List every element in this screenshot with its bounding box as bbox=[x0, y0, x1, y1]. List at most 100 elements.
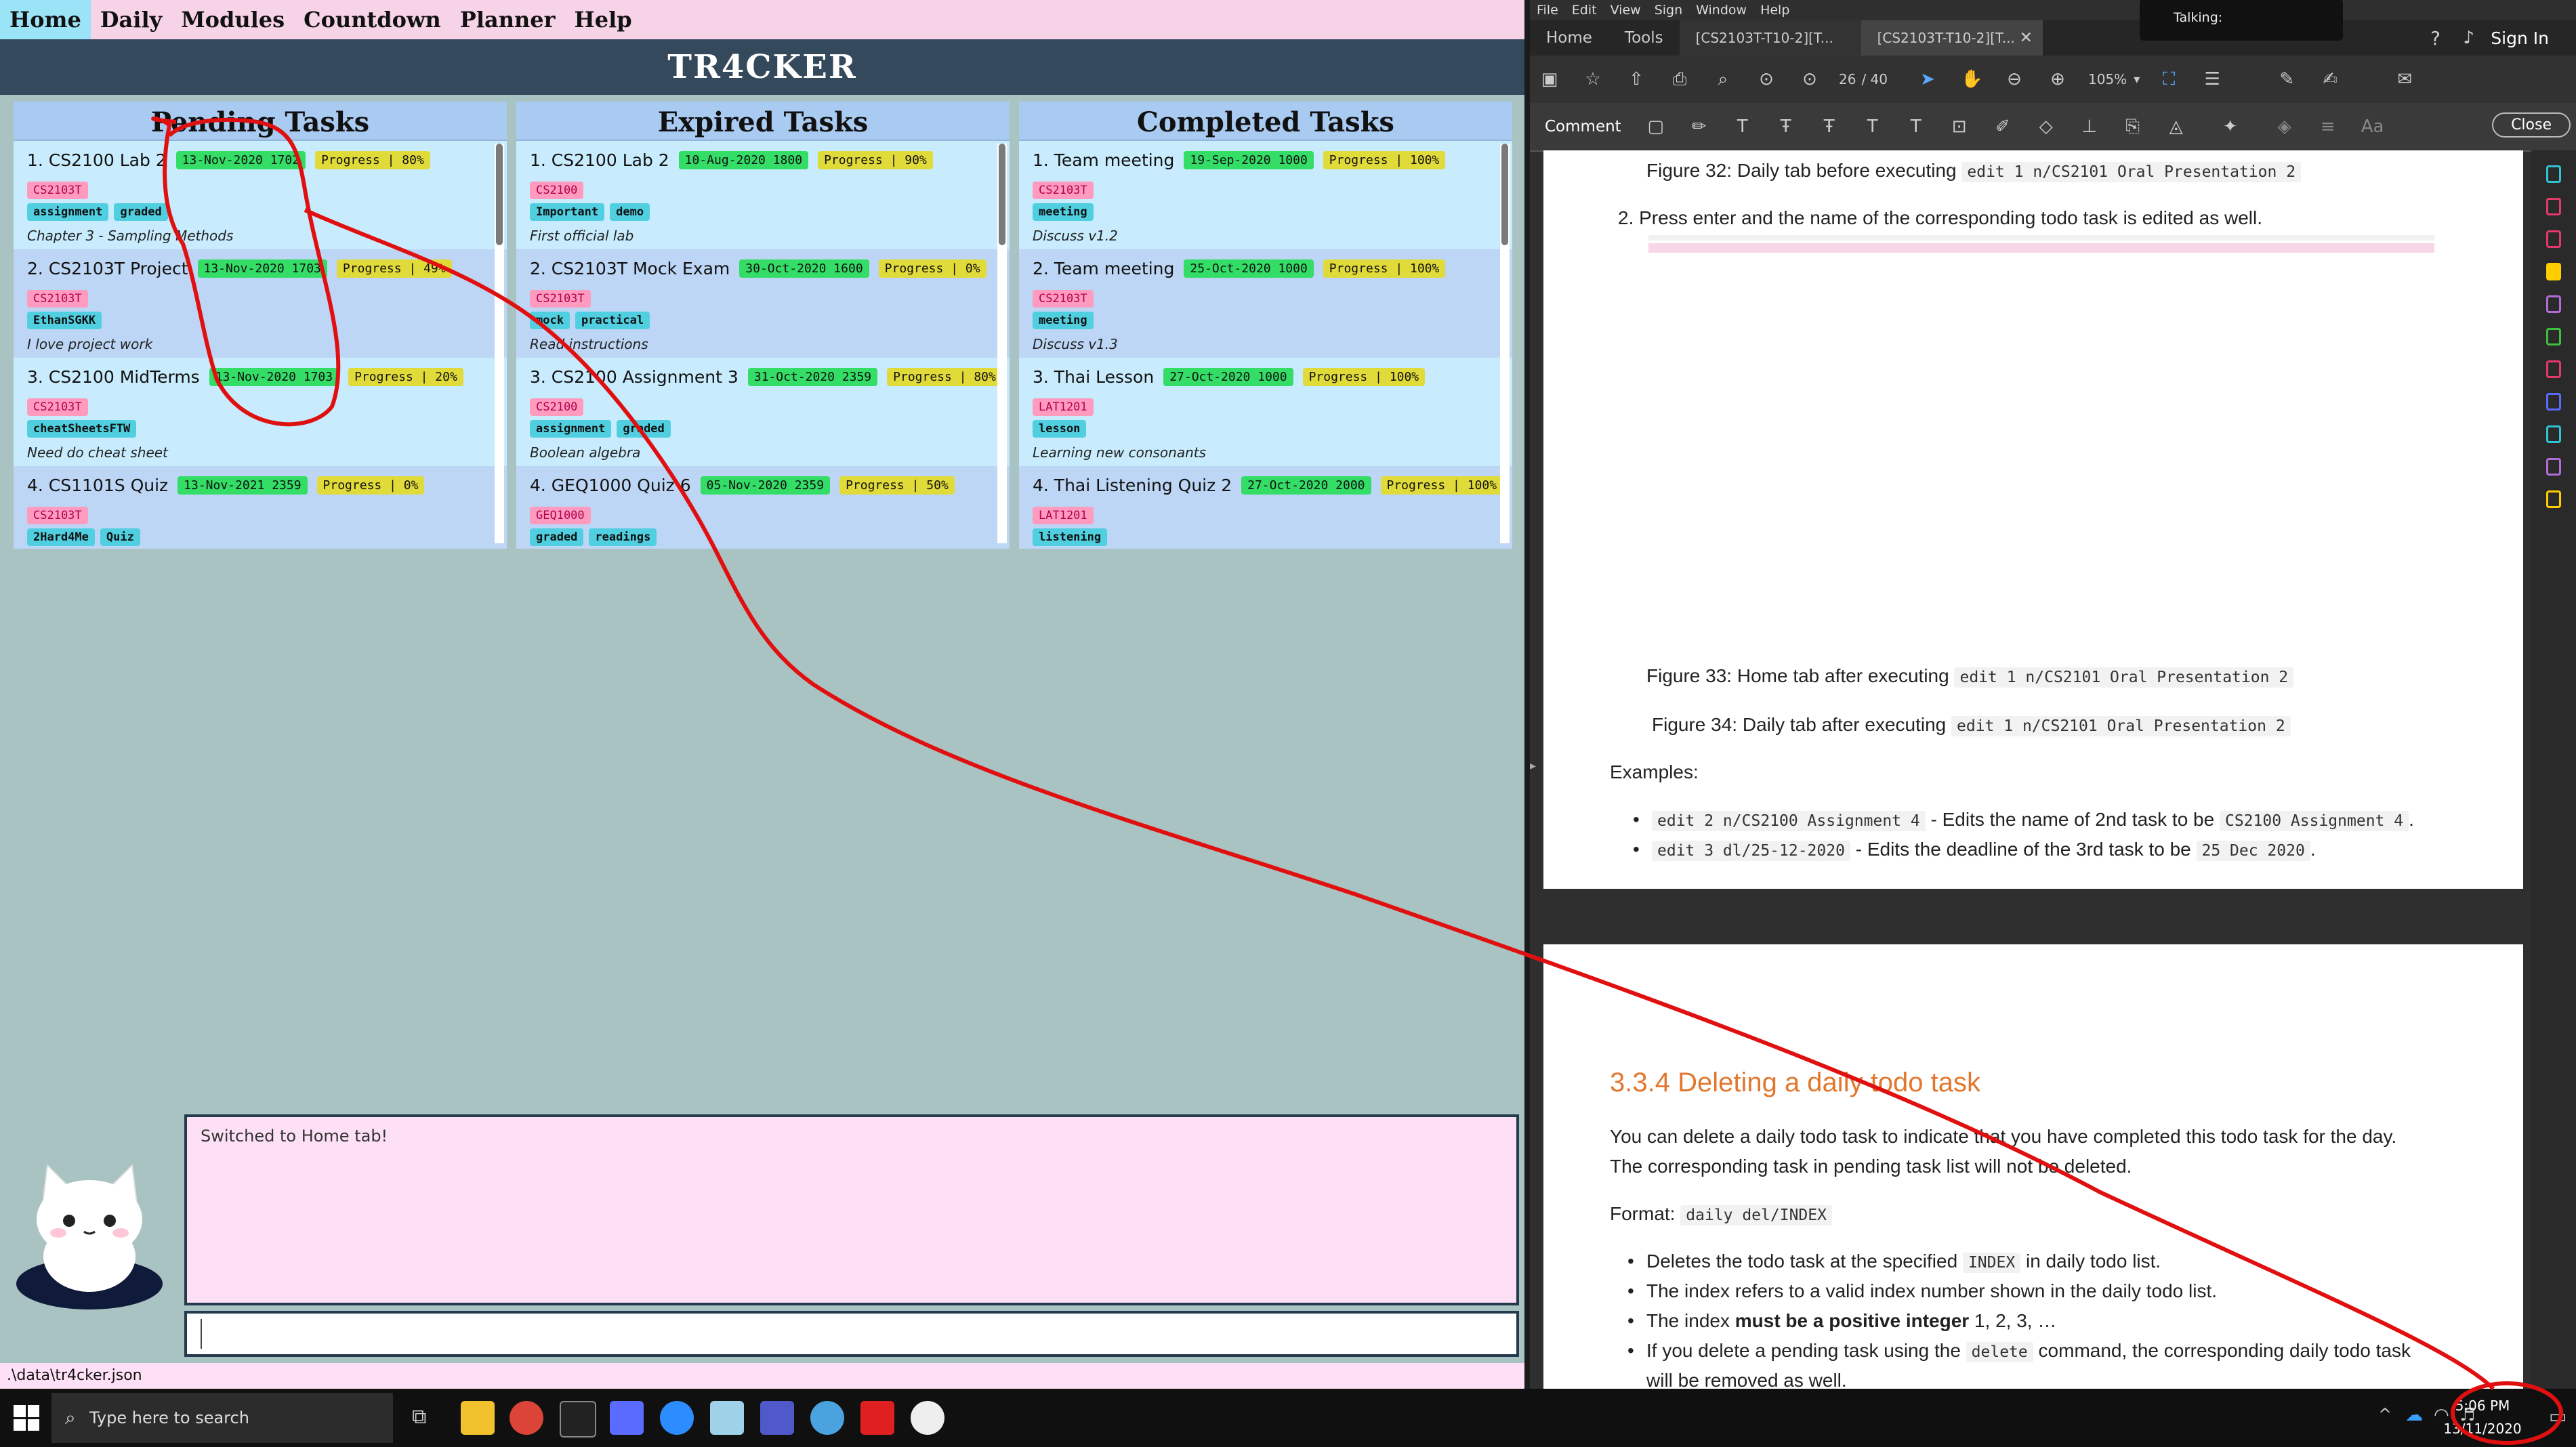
strikethrough-icon[interactable]: Ŧ bbox=[1780, 117, 1791, 137]
taskbar-search-box[interactable]: Type here to search bbox=[51, 1393, 393, 1443]
zoom-out-icon[interactable]: ⊖ bbox=[2007, 69, 2022, 89]
task-view-icon[interactable]: ⧉ bbox=[412, 1405, 427, 1429]
task-card[interactable]: 1. Team meeting 19-Sep-2020 1000 Progres… bbox=[1019, 141, 1512, 249]
search-icon[interactable]: ⌕ bbox=[1718, 69, 1728, 89]
close-button[interactable]: Close bbox=[2492, 112, 2571, 138]
add-text-icon[interactable]: T bbox=[1910, 117, 1921, 137]
more-tools-icon[interactable] bbox=[2546, 490, 2561, 508]
onedrive-icon[interactable]: ☁ bbox=[2405, 1405, 2423, 1425]
hand-icon[interactable]: ✋ bbox=[1961, 69, 1983, 89]
replace-text-icon[interactable]: Ŧ bbox=[1823, 117, 1835, 137]
tr4cker-app-icon[interactable] bbox=[911, 1401, 944, 1435]
sticky-note-icon[interactable]: ▢ bbox=[1647, 117, 1664, 137]
combine-icon[interactable] bbox=[2546, 295, 2561, 313]
pencil-icon[interactable]: ✐ bbox=[1995, 117, 2010, 137]
pending-scrollbar[interactable] bbox=[495, 144, 504, 543]
font-icon[interactable]: Aa bbox=[2361, 117, 2384, 137]
acro-menu-sign[interactable]: Sign bbox=[1654, 3, 1683, 18]
color-icon[interactable]: ◈ bbox=[2277, 117, 2291, 137]
task-card[interactable]: 1. CS2100 Lab 2 13-Nov-2020 1702 Progres… bbox=[14, 141, 507, 249]
zoom-level[interactable]: 105% bbox=[2088, 71, 2127, 87]
task-card[interactable]: 3. Thai Lesson 27-Oct-2020 1000 Progress… bbox=[1019, 358, 1512, 466]
export-pdf-icon[interactable] bbox=[2546, 165, 2561, 183]
task-card[interactable]: 4. CS1101S Quiz 13-Nov-2021 2359 Progres… bbox=[14, 466, 507, 549]
scroll-thumb[interactable] bbox=[999, 144, 1005, 245]
teams-icon[interactable] bbox=[760, 1401, 794, 1435]
line-weight-icon[interactable]: ≡ bbox=[2320, 117, 2335, 137]
notes-icon[interactable] bbox=[710, 1401, 744, 1435]
tab-home[interactable]: Home bbox=[1546, 29, 1592, 47]
chevron-down-icon[interactable]: ▾ bbox=[2134, 72, 2140, 87]
menu-countdown[interactable]: Countdown bbox=[304, 7, 441, 33]
task-card[interactable]: 2. CS2103T Mock Exam 30-Oct-2020 1600 Pr… bbox=[516, 249, 1010, 358]
fill-sign-icon[interactable]: ✍ bbox=[2323, 69, 2338, 89]
show-hidden-icons[interactable]: ^ bbox=[2378, 1405, 2392, 1424]
scroll-thumb[interactable] bbox=[496, 144, 503, 245]
wifi-icon[interactable]: ◠ bbox=[2434, 1405, 2449, 1425]
text-box-icon[interactable]: ⊡ bbox=[1951, 117, 1967, 137]
insert-text-icon[interactable]: T bbox=[1867, 117, 1878, 137]
acro-menu-edit[interactable]: Edit bbox=[1571, 3, 1597, 18]
windows-start-icon[interactable] bbox=[14, 1405, 39, 1431]
menu-modules[interactable]: Modules bbox=[181, 7, 285, 33]
menu-home[interactable]: Home bbox=[0, 0, 91, 39]
task-card[interactable]: 4. GEQ1000 Quiz 6 05-Nov-2020 2359 Progr… bbox=[516, 466, 1010, 549]
page-up-icon[interactable]: ⊙ bbox=[1759, 69, 1774, 89]
tab-close-icon[interactable]: ✕ bbox=[2019, 29, 2033, 47]
acro-menu-help[interactable]: Help bbox=[1760, 3, 1790, 18]
sign-in-link[interactable]: Sign In bbox=[2491, 28, 2549, 48]
acro-menu-file[interactable]: File bbox=[1537, 3, 1558, 18]
cortana-icon[interactable] bbox=[810, 1401, 844, 1435]
task-card[interactable]: 4. Thai Listening Quiz 2 27-Oct-2020 200… bbox=[1019, 466, 1512, 549]
command-input[interactable] bbox=[184, 1311, 1519, 1357]
shapes-icon[interactable]: ◬ bbox=[2169, 117, 2183, 137]
menu-help[interactable]: Help bbox=[574, 7, 632, 33]
expired-scrollbar[interactable] bbox=[997, 144, 1007, 543]
fit-page-icon[interactable]: ⛶ bbox=[2163, 69, 2176, 89]
completed-scrollbar[interactable] bbox=[1500, 144, 1510, 543]
scroll-thumb[interactable] bbox=[1501, 144, 1508, 245]
help-icon[interactable]: ? bbox=[2430, 26, 2440, 49]
organize-icon[interactable] bbox=[2546, 328, 2561, 345]
zoom-icon[interactable] bbox=[660, 1401, 694, 1435]
underline-text-icon[interactable]: T bbox=[1737, 117, 1748, 137]
comment-tool-icon[interactable] bbox=[2546, 263, 2561, 280]
task-card[interactable]: 1. CS2100 Lab 2 10-Aug-2020 1800 Progres… bbox=[516, 141, 1010, 249]
create-pdf-icon[interactable] bbox=[2546, 198, 2561, 215]
terminal-icon[interactable] bbox=[560, 1401, 596, 1438]
acro-menu-view[interactable]: View bbox=[1610, 3, 1641, 18]
redact-icon[interactable] bbox=[2546, 360, 2561, 378]
share-icon[interactable]: ✉ bbox=[2397, 69, 2413, 89]
task-card[interactable]: 2. CS2103T Project 13-Nov-2020 1703 Prog… bbox=[14, 249, 507, 358]
task-card[interactable]: 3. CS2100 Assignment 3 31-Oct-2020 2359 … bbox=[516, 358, 1010, 466]
menu-daily[interactable]: Daily bbox=[100, 7, 163, 33]
file-explorer-icon[interactable] bbox=[461, 1401, 495, 1435]
menu-planner[interactable]: Planner bbox=[459, 7, 556, 33]
notifications-icon[interactable]: ▭ bbox=[2549, 1405, 2567, 1427]
collapse-pane-icon[interactable]: ▸ bbox=[1530, 759, 1537, 773]
bell-icon[interactable]: ♪ bbox=[2463, 28, 2474, 48]
protect-icon[interactable] bbox=[2546, 393, 2561, 411]
pin-icon[interactable]: ✦ bbox=[2222, 117, 2238, 137]
tab-tools[interactable]: Tools bbox=[1624, 29, 1663, 47]
acrobat-icon[interactable] bbox=[860, 1401, 894, 1435]
print-icon[interactable]: ⎙ bbox=[1672, 69, 1687, 89]
tab-document-1[interactable]: [CS2103T-T10-2][T... bbox=[1679, 20, 1861, 56]
highlight-icon[interactable]: ✏ bbox=[1691, 117, 1707, 137]
acro-menu-window[interactable]: Window bbox=[1696, 3, 1747, 18]
vs-icon[interactable] bbox=[610, 1401, 644, 1435]
select-cursor-icon[interactable]: ➤ bbox=[1920, 69, 1935, 89]
zoom-in-icon[interactable]: ⊕ bbox=[2050, 69, 2065, 89]
task-card[interactable]: 2. Team meeting 25-Oct-2020 1000 Progres… bbox=[1019, 249, 1512, 358]
sign-pen-icon[interactable]: ✎ bbox=[2279, 69, 2295, 89]
optimize-icon[interactable] bbox=[2546, 425, 2561, 443]
upload-icon[interactable]: ⇧ bbox=[1629, 69, 1644, 89]
task-card[interactable]: 3. CS2100 MidTerms 13-Nov-2020 1703 Prog… bbox=[14, 358, 507, 466]
edit-pdf-icon[interactable] bbox=[2546, 230, 2561, 248]
page-down-icon[interactable]: ⊙ bbox=[1802, 69, 1817, 89]
stamp-icon[interactable]: ⊥ bbox=[2081, 117, 2098, 137]
attach-icon[interactable]: ⎘ bbox=[2125, 117, 2140, 137]
system-clock[interactable]: 5:06 PM 13/11/2020 bbox=[2435, 1394, 2530, 1440]
page-number-input[interactable]: 26 bbox=[1839, 71, 1856, 87]
eraser-icon[interactable]: ◇ bbox=[2039, 117, 2053, 137]
